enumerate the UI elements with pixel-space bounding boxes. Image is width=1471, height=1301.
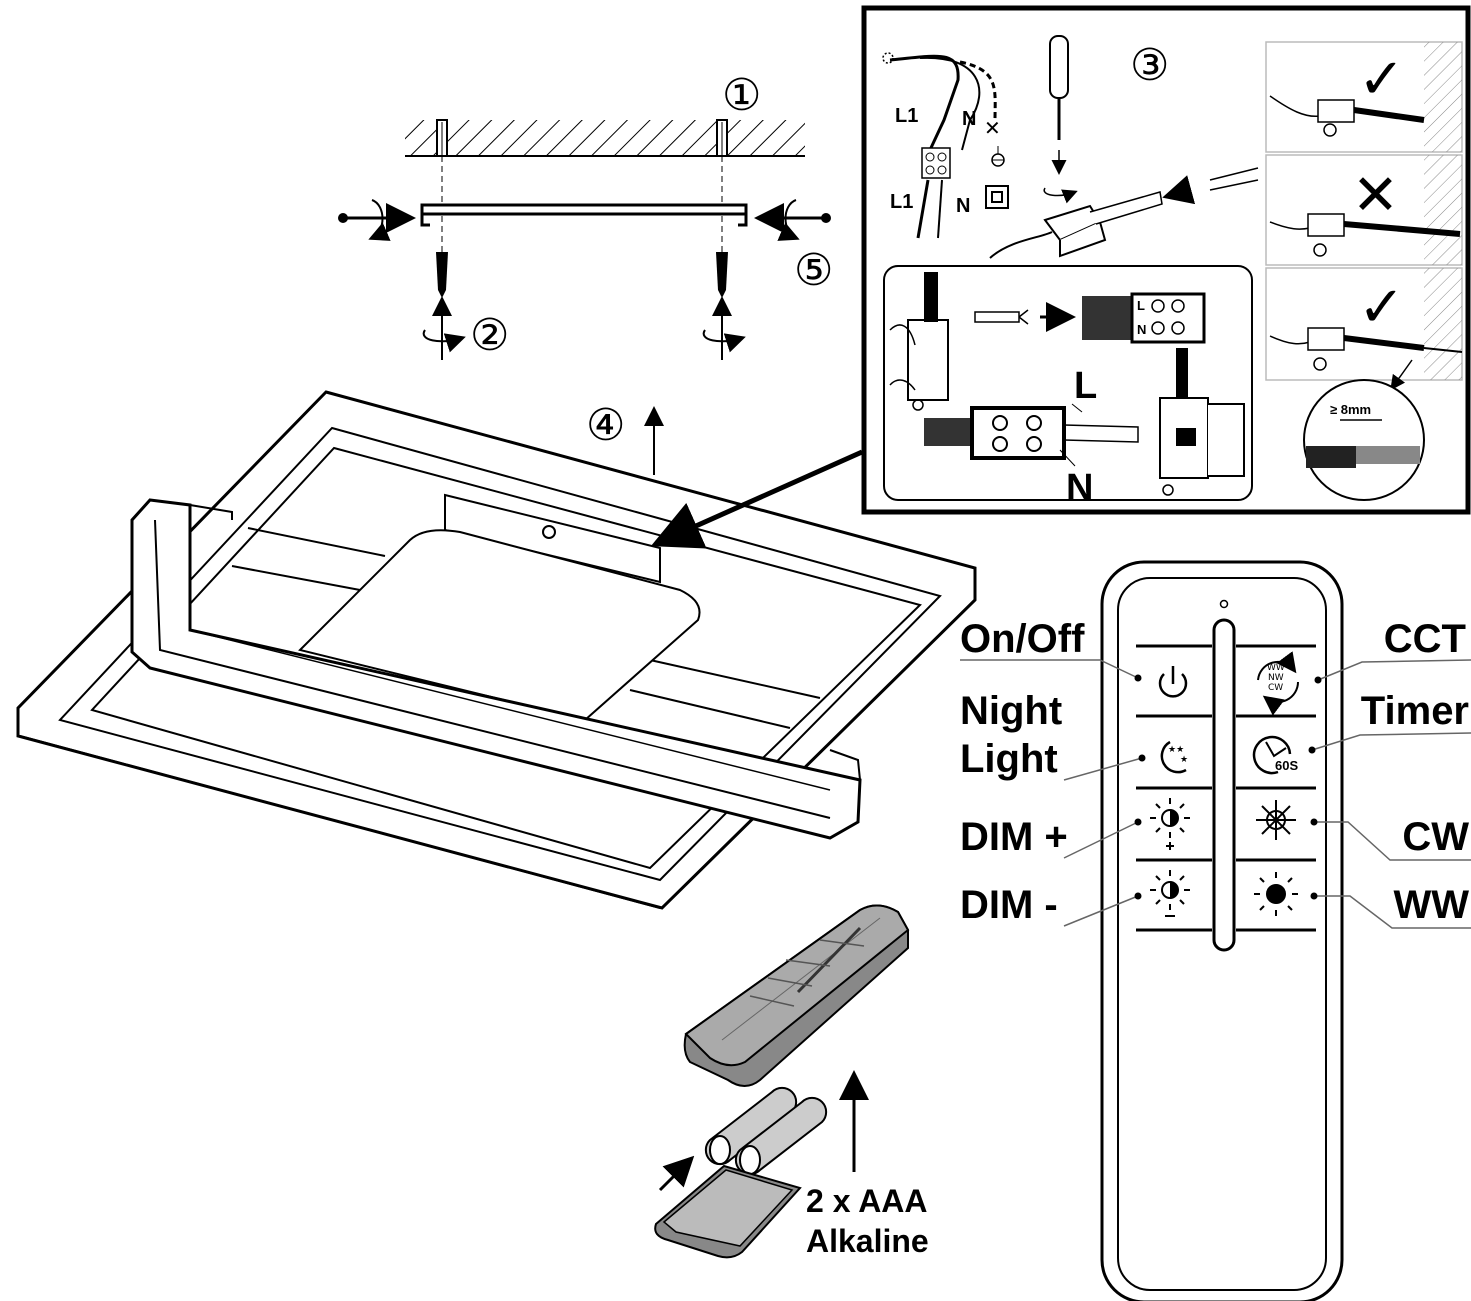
- warm-white-button[interactable]: [1254, 872, 1298, 916]
- svg-text:★: ★: [1180, 755, 1188, 765]
- label-timer: Timer: [1361, 689, 1469, 733]
- sun-minus-icon: [1150, 870, 1190, 917]
- label-night-line2: Light: [960, 737, 1058, 781]
- terminal-block: [921, 147, 951, 179]
- mounting-bracket: [420, 203, 748, 227]
- label-cct: CCT: [1384, 617, 1466, 661]
- cct-cw-text: CW: [1268, 683, 1283, 693]
- battery-cover: [654, 1164, 802, 1259]
- battery-aaa-2: [734, 1096, 828, 1176]
- dim-plus-button[interactable]: [1150, 798, 1190, 850]
- timer-60s-text: 60S: [1275, 758, 1298, 773]
- wire-n-bottom: N: [956, 195, 970, 217]
- check-mark-2: ✓: [1358, 275, 1405, 340]
- moon-icon: ★★ ★: [1160, 740, 1188, 774]
- side-screw-right: [754, 199, 831, 241]
- cct-nw-text: NW: [1268, 673, 1284, 683]
- label-ww: WW: [1393, 883, 1469, 927]
- dim-minus-button[interactable]: [1150, 870, 1190, 917]
- warm-sun-icon: [1254, 872, 1298, 916]
- svg-text:★★: ★★: [1168, 745, 1184, 755]
- night-light-button[interactable]: ★★ ★: [1160, 740, 1188, 774]
- battery-type-line2: Alkaline: [806, 1223, 929, 1259]
- label-cw: CW: [1402, 815, 1469, 859]
- cable-panel-wrong: ✕: [1265, 154, 1463, 266]
- step-2-label: ②: [470, 310, 509, 361]
- step-5-label: ⑤: [794, 245, 833, 296]
- power-button[interactable]: [1158, 666, 1188, 698]
- cct-cycle-icon: WW NW CW: [1257, 651, 1299, 716]
- earth-cross-mark: ✕: [984, 116, 1001, 140]
- strip-length-label: ≥ 8mm: [1330, 402, 1371, 417]
- label-night-line1: Night: [960, 689, 1062, 733]
- cable-panel-correct-1: ✓: [1265, 41, 1463, 153]
- lamp-body: ④: [16, 390, 977, 910]
- connector-n-label: N: [1066, 467, 1093, 509]
- timer-icon: 60S: [1252, 735, 1298, 775]
- lamp-diffuser-panel: [298, 529, 701, 722]
- timer-button[interactable]: 60S: [1252, 735, 1298, 775]
- double-insulation-icon: [985, 185, 1009, 209]
- sun-plus-icon: [1150, 798, 1190, 850]
- label-on-off: On/Off: [960, 617, 1085, 661]
- lamp-connector: [989, 167, 1259, 259]
- remote-leader-lines: [960, 659, 1471, 929]
- connector-detail-box: L N L N: [883, 265, 1253, 509]
- terminal-l-label: L: [1137, 298, 1145, 313]
- remote-dividers: [1136, 644, 1316, 932]
- label-dim-minus: DIM -: [960, 883, 1058, 927]
- remote-control: ★★ ★: [960, 560, 1471, 1301]
- house-cable: L1 N ✕ L1 N: [882, 52, 1009, 239]
- wire-n-top: N: [962, 108, 976, 130]
- lamp-ring-outer: [130, 498, 862, 840]
- lamp-screw: [542, 525, 556, 539]
- wire-l1-bottom: L1: [890, 191, 913, 213]
- ceiling-screw-right: [702, 252, 746, 360]
- wire-l1-top: L1: [895, 105, 918, 127]
- side-screw-left: [338, 199, 416, 241]
- power-icon: [1158, 666, 1188, 698]
- ceiling-screw-left: [422, 252, 466, 360]
- cool-white-button[interactable]: [1256, 800, 1296, 840]
- cct-button[interactable]: WW NW CW: [1257, 651, 1299, 716]
- screwdriver-icon: [1043, 35, 1078, 204]
- cable-panel-correct-2: ✓: [1265, 267, 1463, 391]
- strip-length-zoom: ≥ 8mm: [1303, 379, 1425, 501]
- wall-plug-right: [716, 119, 728, 157]
- connector-l-label: L: [1074, 365, 1097, 407]
- ceiling-hatch: [405, 120, 805, 156]
- cross-mark: ✕: [1352, 163, 1399, 228]
- remote-center-bar: [1212, 618, 1236, 952]
- wall-plug-left: [436, 119, 448, 157]
- label-dim-plus: DIM +: [960, 815, 1068, 859]
- small-remote: [683, 904, 910, 1087]
- step-4-label: ④: [586, 400, 625, 451]
- lamp-driver-box: [444, 493, 661, 584]
- ceiling-mounting-group: ① ② ⑤: [338, 70, 833, 361]
- earth-icon: [991, 146, 1005, 167]
- detail-pointer-arrow: [650, 449, 864, 549]
- step-1-label: ①: [722, 70, 761, 121]
- step-3-label: ③: [1130, 40, 1169, 91]
- terminal-n-label: N: [1137, 322, 1146, 337]
- battery-type-line1: 2 x AAA: [806, 1183, 928, 1219]
- cct-ww-text: WW: [1267, 663, 1285, 673]
- battery-insertion: 2 x AAA Alkaline: [654, 904, 929, 1259]
- snowflake-icon: [1256, 800, 1296, 840]
- check-mark-1: ✓: [1358, 47, 1405, 112]
- wiring-detail-box: ③ L1 N ✕ L1 N: [861, 5, 1471, 515]
